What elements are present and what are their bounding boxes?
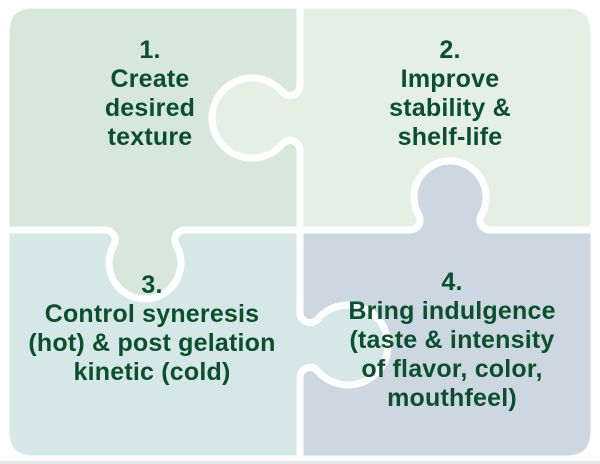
puzzle-piece-4-shape	[296, 157, 598, 463]
bottom-edge-divider	[0, 461, 600, 464]
